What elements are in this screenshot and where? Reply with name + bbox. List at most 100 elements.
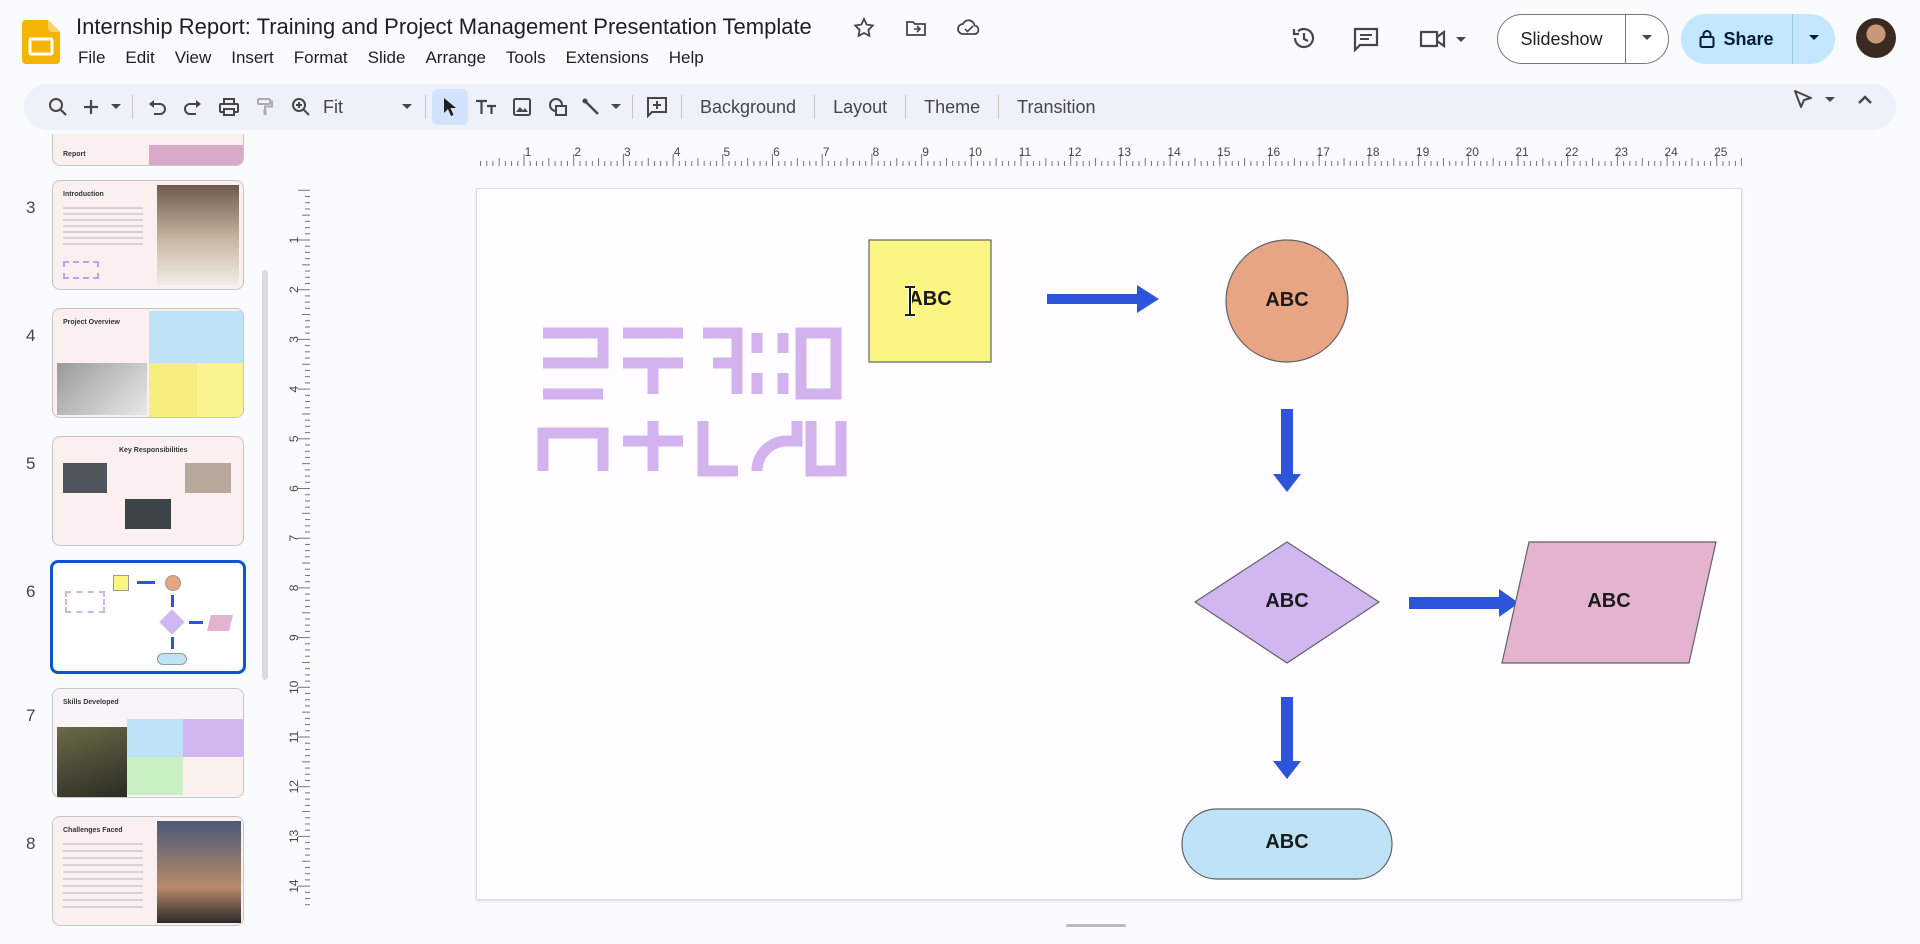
slide-number: 8 xyxy=(26,834,36,853)
menu-file[interactable]: File xyxy=(78,48,106,67)
zoom-button[interactable] xyxy=(283,89,319,125)
thumbnail-photo xyxy=(57,363,147,415)
menu-view[interactable]: View xyxy=(174,48,212,67)
slide-thumbnail-selected[interactable] xyxy=(50,560,246,674)
ruler-label: 19 xyxy=(1416,145,1430,159)
print-icon xyxy=(219,98,239,116)
add-comment-icon xyxy=(647,97,667,118)
search-menus-button[interactable] xyxy=(40,89,76,125)
print-button[interactable] xyxy=(211,89,247,125)
slide-thumbnail[interactable]: Challenges Faced xyxy=(52,816,244,926)
line-button[interactable] xyxy=(576,89,606,125)
zoom-icon xyxy=(292,98,310,116)
avatar[interactable] xyxy=(1856,18,1896,58)
layout-button[interactable]: Layout xyxy=(833,96,888,117)
menu-edit[interactable]: Edit xyxy=(125,48,155,67)
slideshow-dropdown[interactable] xyxy=(1626,30,1668,48)
menu-arrange[interactable]: Arrange xyxy=(425,48,486,67)
circle-label[interactable]: ABC xyxy=(1265,289,1309,311)
share-dropdown[interactable] xyxy=(1793,30,1835,48)
paint-format-button[interactable] xyxy=(247,89,283,125)
speaker-notes-handle[interactable] xyxy=(1066,924,1126,927)
move-to-folder-icon[interactable] xyxy=(904,16,928,40)
arrow-down-2[interactable] xyxy=(1273,697,1301,779)
thumbnail-block-green xyxy=(127,757,183,795)
search-icon xyxy=(49,98,67,116)
theme-button[interactable]: Theme xyxy=(924,96,981,117)
comments-icon[interactable] xyxy=(1352,26,1380,52)
slide-canvas[interactable]: ABC ABC ABC ABC ABC xyxy=(476,188,1742,900)
filmstrip-item[interactable]: 7 Skills Developed xyxy=(0,688,262,804)
filmstrip-item[interactable]: 6 xyxy=(0,560,262,676)
add-comment-button[interactable] xyxy=(639,89,675,125)
slide-thumbnail[interactable]: Project Overview xyxy=(52,308,244,418)
parallelogram-shape[interactable] xyxy=(1501,541,1717,664)
line-dropdown[interactable] xyxy=(606,89,626,125)
share-main[interactable]: Share xyxy=(1681,14,1793,64)
zoom-select[interactable]: Fit xyxy=(319,97,419,118)
version-history-icon[interactable] xyxy=(1290,24,1318,52)
redo-button[interactable] xyxy=(175,89,211,125)
new-slide-dropdown[interactable] xyxy=(106,89,126,125)
slide-thumbnail[interactable]: Report xyxy=(52,134,244,166)
undo-button[interactable] xyxy=(139,89,175,125)
diamond-shape[interactable] xyxy=(1193,541,1381,664)
menu-extensions[interactable]: Extensions xyxy=(565,48,649,67)
text-box-button[interactable] xyxy=(468,89,504,125)
insert-image-button[interactable] xyxy=(504,89,540,125)
arrow-down-1[interactable] xyxy=(1273,409,1301,492)
menu-format[interactable]: Format xyxy=(293,48,348,67)
menu-insert[interactable]: Insert xyxy=(231,48,274,67)
collapse-menus-icon[interactable] xyxy=(1854,89,1876,111)
thumbnail-photo xyxy=(57,727,127,797)
share-button[interactable]: Share xyxy=(1681,14,1835,64)
slideshow-button[interactable]: Slideshow xyxy=(1497,14,1669,64)
slideshow-label[interactable]: Slideshow xyxy=(1498,15,1626,63)
filmstrip-scrollbar[interactable] xyxy=(262,270,268,680)
menu-tools[interactable]: Tools xyxy=(505,48,546,67)
diamond-label[interactable]: ABC xyxy=(1265,590,1309,612)
filmstrip-item[interactable]: 8 Challenges Faced xyxy=(0,816,262,932)
slide-number: 5 xyxy=(26,454,36,473)
arrow-right-2[interactable] xyxy=(1409,589,1519,617)
ruler-label: 9 xyxy=(922,145,929,159)
pill-label[interactable]: ABC xyxy=(1265,831,1309,853)
square-label[interactable]: ABC xyxy=(908,288,952,310)
menu-help[interactable]: Help xyxy=(668,48,704,67)
filmstrip-item[interactable]: Report xyxy=(0,134,262,172)
transition-button[interactable]: Transition xyxy=(1017,96,1096,117)
new-slide-button[interactable] xyxy=(76,89,106,125)
filmstrip-item[interactable]: 4 Project Overview xyxy=(0,308,262,424)
shape-button[interactable] xyxy=(540,89,576,125)
slide-thumbnail[interactable]: Introduction xyxy=(52,180,244,290)
cloud-saved-icon[interactable] xyxy=(956,16,982,40)
menu-slide[interactable]: Slide xyxy=(367,48,406,67)
ruler-label: 4 xyxy=(674,145,681,159)
parallelogram-label[interactable]: ABC xyxy=(1587,590,1631,612)
document-title[interactable]: Internship Report: Training and Project … xyxy=(76,14,812,39)
slide-thumbnail[interactable]: Key Responsibilities xyxy=(52,436,244,546)
select-tool-button[interactable] xyxy=(432,89,468,125)
square-shape[interactable] xyxy=(868,239,992,363)
filmstrip-item[interactable]: 3 Introduction xyxy=(0,180,262,296)
circle-shape[interactable] xyxy=(1225,239,1349,363)
ruler-label: 20 xyxy=(1466,145,1480,159)
star-icon[interactable] xyxy=(852,16,876,40)
ruler-label: 11 xyxy=(288,730,301,743)
editing-mode-icon[interactable] xyxy=(1792,89,1816,111)
arrow-right-1[interactable] xyxy=(1047,285,1159,313)
meet-icon[interactable] xyxy=(1418,26,1470,52)
ruler-label: 23 xyxy=(1615,145,1629,159)
filmstrip-item[interactable]: 5 Key Responsibilities xyxy=(0,436,262,552)
slide-thumbnail[interactable]: Skills Developed xyxy=(52,688,244,798)
slides-logo-icon[interactable] xyxy=(22,20,62,64)
chevron-down-icon[interactable] xyxy=(1824,96,1836,104)
toolbar-divider xyxy=(681,95,682,119)
pill-shape[interactable] xyxy=(1181,808,1393,880)
background-button[interactable]: Background xyxy=(700,96,797,117)
mini-decor xyxy=(65,591,105,613)
ruler-label: 4 xyxy=(288,385,301,392)
thumbnail-title: Introduction xyxy=(63,191,104,198)
